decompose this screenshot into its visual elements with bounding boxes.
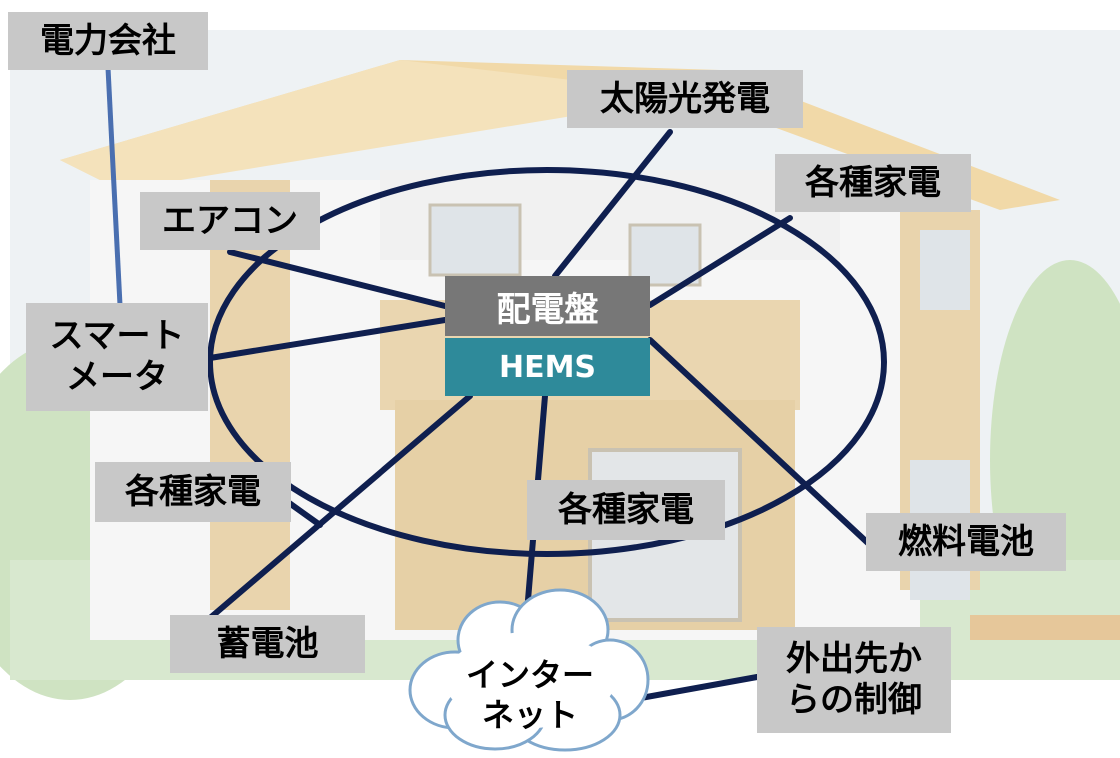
line-power-company [105, 67, 123, 306]
node-power-company: 電力会社 [8, 12, 208, 70]
line-fuel-cell [647, 337, 873, 548]
hems-controller: HEMS [445, 338, 650, 396]
node-storage-battery: 蓄電池 [170, 615, 365, 673]
line-remote-control [627, 674, 760, 703]
node-appliances-center: 各種家電 [527, 480, 725, 540]
line-solar [552, 129, 673, 279]
node-aircon: エアコン [140, 192, 320, 250]
line-storage-battery [207, 393, 473, 621]
line-smart-meter [207, 317, 448, 361]
line-appliances-top-right [647, 215, 793, 308]
home-boundary-ellipse [207, 167, 887, 557]
internet-label: インター ネット [465, 656, 594, 734]
node-appliances-top-right: 各種家電 [775, 154, 971, 212]
node-appliances-left: 各種家電 [95, 462, 291, 522]
node-fuel-cell: 燃料電池 [866, 513, 1066, 571]
node-solar-power: 太陽光発電 [567, 70, 803, 128]
node-smart-meter: スマート メータ [26, 303, 208, 411]
distribution-board: 配電盤 [445, 276, 650, 336]
line-aircon [227, 249, 448, 309]
node-remote-control: 外出先か らの制御 [757, 627, 951, 733]
